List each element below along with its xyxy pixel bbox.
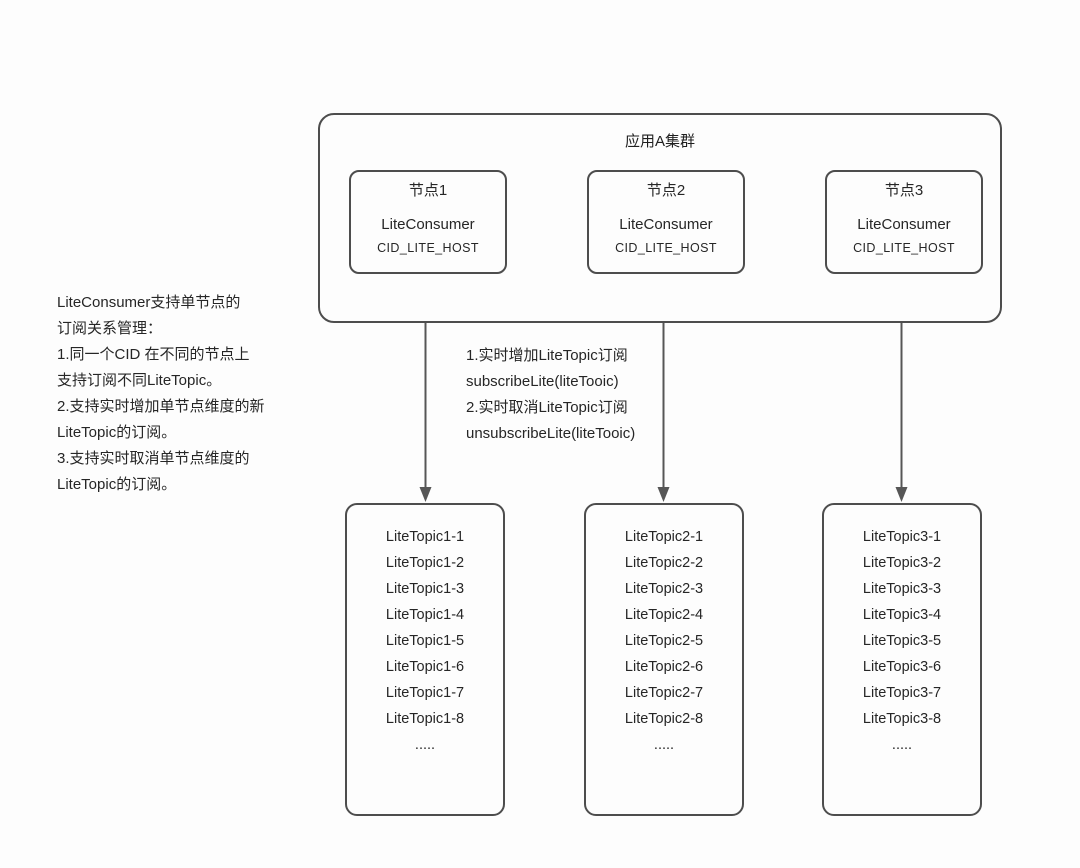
node-box-2: 节点2 LiteConsumer CID_LITE_HOST (587, 170, 745, 274)
node-3-consumer-label: LiteConsumer (857, 216, 951, 233)
topic-item: LiteTopic1-8 (385, 711, 465, 727)
left-annotation-line: LiteTopic的订阅。 (57, 424, 177, 441)
topic-item: LiteTopic2-8 (624, 711, 704, 727)
left-annotation-line: 1.同一个CID 在不同的节点上 (57, 346, 250, 363)
topic-item: LiteTopic3-5 (862, 633, 942, 649)
topic-item: LiteTopic3-7 (862, 685, 942, 701)
middle-annotation: 1.实时增加LiteTopic订阅 subscribeLite(liteTooic… (466, 343, 635, 447)
node-1-cid-label: CID_LITE_HOST (377, 241, 479, 255)
topic-item: LiteTopic1-1 (385, 529, 465, 545)
middle-annotation-line: unsubscribeLite(liteTooic) (466, 425, 636, 442)
topic-item: LiteTopic3-3 (862, 581, 942, 597)
node-3-title: 节点3 (884, 182, 924, 199)
topic-item: LiteTopic2-3 (624, 581, 704, 597)
topic-item: LiteTopic2-2 (624, 555, 704, 571)
topic-item: LiteTopic2-1 (624, 529, 704, 545)
cluster-title: 应用A集群 (624, 133, 695, 150)
left-annotation-line: 支持订阅不同LiteTopic。 (57, 372, 222, 389)
topic-item: LiteTopic2-5 (624, 633, 704, 649)
middle-annotation-line: 2.实时取消LiteTopic订阅 (466, 399, 628, 416)
left-annotation-line: 2.支持实时增加单节点维度的新 (57, 398, 265, 415)
topic-item: LiteTopic1-7 (385, 685, 465, 701)
topic-item: LiteTopic3-1 (862, 529, 942, 545)
left-annotation: LiteConsumer支持单节点的订阅关系管理： 1.同一个CID 在不同的节点… (57, 290, 265, 498)
topic-item: ..... (891, 737, 913, 753)
topic-item: LiteTopic3-8 (862, 711, 942, 727)
topic-item: LiteTopic3-6 (862, 659, 942, 675)
left-annotation-line: LiteConsumer支持单节点的 (57, 294, 241, 311)
middle-annotation-line: 1.实时增加LiteTopic订阅 (466, 347, 628, 364)
left-annotation-line: 订阅关系管理： (57, 320, 163, 337)
node-1-title: 节点1 (408, 182, 448, 199)
topic-item: LiteTopic2-6 (624, 659, 704, 675)
topic-item: LiteTopic2-7 (624, 685, 704, 701)
topic-item: ..... (414, 737, 436, 753)
node-3-cid-label: CID_LITE_HOST (853, 241, 955, 255)
node-2-cid-label: CID_LITE_HOST (615, 241, 717, 255)
topic-item: LiteTopic1-4 (385, 607, 465, 623)
node-1-consumer-label: LiteConsumer (381, 216, 475, 233)
topic-item: LiteTopic1-5 (385, 633, 465, 649)
topic-item: LiteTopic1-2 (385, 555, 465, 571)
cluster-box: 应用A集群 节点1 LiteConsumer CID_LITE_HOST 节点2… (318, 113, 1002, 323)
topic-item: LiteTopic1-3 (385, 581, 465, 597)
topic-item: LiteTopic2-4 (624, 607, 704, 623)
node-2-consumer-label: LiteConsumer (619, 216, 713, 233)
node-box-3: 节点3 LiteConsumer CID_LITE_HOST (825, 170, 983, 274)
node-box-1: 节点1 LiteConsumer CID_LITE_HOST (349, 170, 507, 274)
left-annotation-line: 3.支持实时取消单节点维度的 (57, 450, 250, 467)
topic-item: LiteTopic3-2 (862, 555, 942, 571)
topic-item: LiteTopic3-4 (862, 607, 942, 623)
left-annotation-line: LiteTopic的订阅。 (57, 476, 177, 493)
topic-item: LiteTopic1-6 (385, 659, 465, 675)
node-2-title: 节点2 (646, 182, 686, 199)
middle-annotation-line: subscribeLite(liteTooic) (466, 373, 619, 390)
topic-item: ..... (653, 737, 675, 753)
